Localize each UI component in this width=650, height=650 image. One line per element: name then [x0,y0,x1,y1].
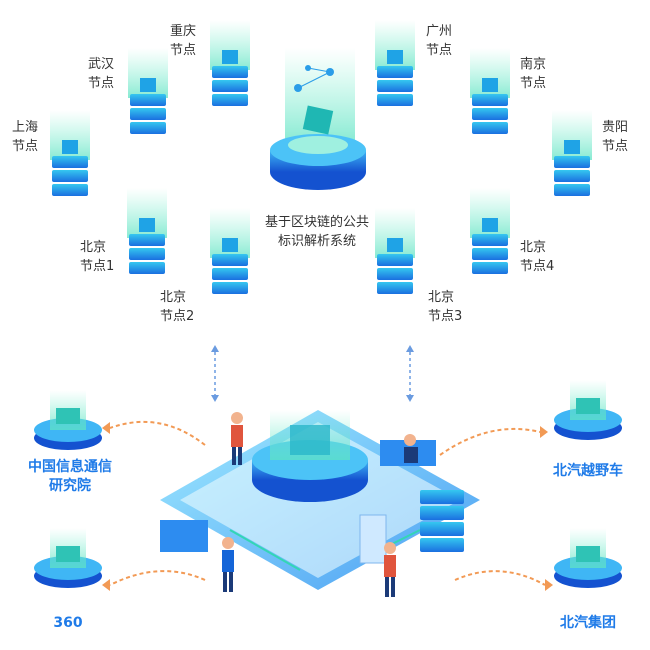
node-label-guangzhou: 广州节点 [426,24,453,58]
vertical-link-left [211,345,219,402]
arrow-to-caict [109,420,206,446]
server-node-guiyang [552,110,592,196]
server-node-guangzhou [375,20,415,106]
partner-pedestal-360 [34,528,102,588]
node-label-beijing4: 北京节点4 [520,240,555,274]
person-figure-4 [404,434,418,463]
center-system-label: 基于区块链的公共标识解析系统 [264,215,369,249]
vertical-link-right [406,345,414,402]
person-figure-2 [222,537,234,592]
node-label-beijing3: 北京节点3 [428,290,463,324]
partner-label-baic-group: 北汽集团 [560,615,616,631]
server-node-beijing3 [375,208,415,294]
server-node-beijing1 [127,188,167,274]
node-label-chongqing: 重庆节点 [170,24,197,58]
node-label-beijing1: 北京节点1 [80,240,115,274]
server-node-shanghai [50,110,90,196]
node-label-guiyang: 贵阳节点 [602,120,629,154]
arrow-to-baic-group [454,570,546,586]
server-rack [420,490,464,552]
arrow-to-baic-offroad [439,427,541,456]
server-node-nanjing [470,48,510,134]
server-node-chongqing [210,20,250,106]
server-node-beijing4 [470,188,510,274]
node-label-wuhan: 武汉节点 [88,57,115,91]
person-figure-1 [231,412,243,465]
partner-pedestal-baic-offroad [554,380,622,440]
node-label-beijing2: 北京节点2 [160,290,195,324]
person-figure-3 [384,542,396,597]
node-label-nanjing: 南京节点 [520,57,547,91]
arrow-to-360 [109,570,206,586]
partner-label-360: 360 [53,615,83,631]
partner-pedestal-baic-group [554,528,622,588]
partner-label-baic-offroad: 北汽越野车 [553,463,623,479]
central-blockchain-hub [270,48,366,190]
server-node-wuhan [128,48,168,134]
partner-pedestal-caict [34,390,102,450]
partner-label-caict: 中国信息通信研究院 [28,459,112,494]
node-label-shanghai: 上海节点 [12,120,39,154]
server-node-beijing2 [210,208,250,294]
